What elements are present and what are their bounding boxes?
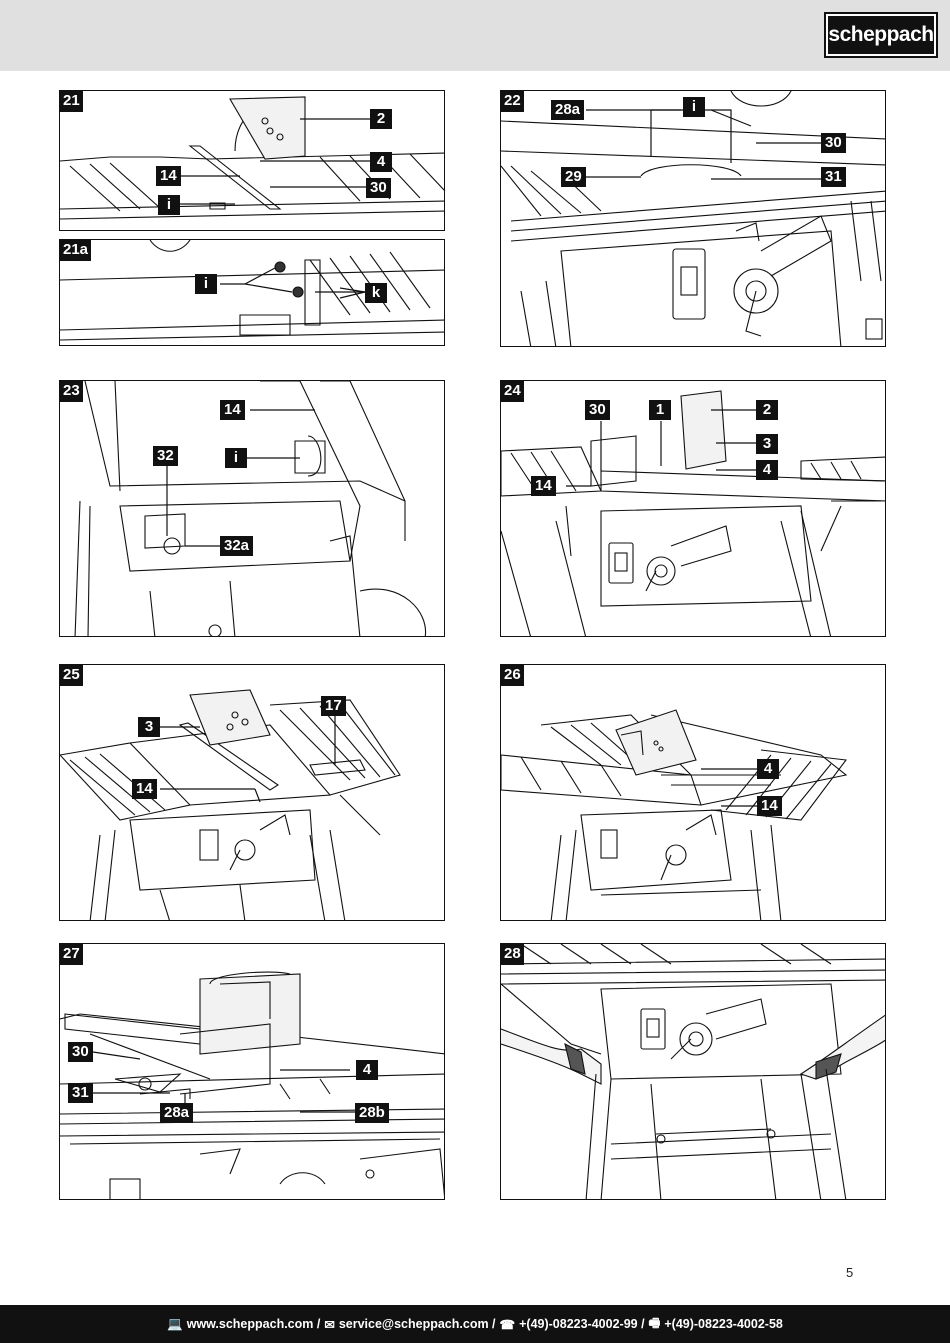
figure-21a-drawing [60, 240, 444, 341]
label-2: 2 [756, 400, 778, 420]
figure-21a: 21a i k [59, 239, 445, 346]
figure-25-drawing [60, 689, 401, 920]
figure-26-drawing [501, 709, 848, 920]
label-29: 29 [561, 167, 586, 187]
label-3: 3 [756, 434, 778, 454]
label-i: i [683, 97, 705, 117]
footer-bar: 💻 www.scheppach.com / ✉ service@scheppac… [0, 1305, 950, 1343]
label-1: 1 [649, 400, 671, 420]
footer-phone: +(49)-08223-4002-99 / [519, 1317, 645, 1331]
label-14: 14 [220, 400, 245, 420]
figure-28: 28 [500, 943, 886, 1200]
figure-24: 24 30 1 2 3 4 14 [500, 380, 886, 637]
label-31: 31 [821, 167, 846, 187]
phone-icon: ☎ [499, 1317, 516, 1332]
mail-icon: ✉ [324, 1317, 335, 1332]
label-28b: 28b [355, 1103, 389, 1123]
brand-logo: scheppach [824, 12, 938, 58]
figure-24-number: 24 [501, 381, 524, 402]
figure-24-drawing [501, 390, 885, 636]
figure-26-number: 26 [501, 665, 524, 686]
figure-21-drawing [60, 96, 444, 220]
label-k: k [365, 283, 387, 303]
label-14: 14 [132, 779, 157, 799]
label-30: 30 [821, 133, 846, 153]
label-i: i [158, 195, 180, 215]
figure-21-number: 21 [60, 91, 83, 112]
label-i: i [225, 448, 247, 468]
label-17: 17 [321, 696, 346, 716]
figure-23-drawing [74, 381, 427, 636]
figure-25-number: 25 [60, 665, 83, 686]
computer-icon: 💻 [167, 1316, 183, 1331]
label-30: 30 [68, 1042, 93, 1062]
figure-28-drawing [501, 944, 885, 1199]
label-4: 4 [756, 460, 778, 480]
label-4: 4 [757, 759, 779, 779]
label-4: 4 [356, 1060, 378, 1080]
label-2: 2 [370, 109, 392, 129]
header-bar: scheppach [0, 0, 950, 71]
figure-22-number: 22 [501, 91, 524, 112]
label-14: 14 [757, 796, 782, 816]
label-30: 30 [366, 178, 391, 198]
label-3: 3 [138, 717, 160, 737]
label-28a: 28a [551, 100, 585, 120]
figure-21: 21 2 4 14 30 i [59, 90, 445, 231]
figure-28-number: 28 [501, 944, 524, 965]
figure-22: 22 28a i 30 29 31 [500, 90, 886, 347]
figure-26: 26 4 14 [500, 664, 886, 921]
label-28a: 28a [160, 1103, 194, 1123]
footer-fax: +(49)-08223-4002-58 [664, 1317, 783, 1331]
footer-email[interactable]: service@scheppach.com / [338, 1317, 496, 1331]
figure-22-drawing [501, 91, 885, 346]
page-number: 5 [846, 1265, 854, 1280]
label-14: 14 [531, 476, 556, 496]
label-31: 31 [68, 1083, 93, 1103]
fax-icon: 🖷 [648, 1315, 661, 1330]
label-14: 14 [156, 166, 181, 186]
figure-25: 25 17 3 14 [59, 664, 445, 921]
label-4: 4 [370, 152, 392, 172]
figure-21a-number: 21a [60, 240, 92, 261]
figure-23: 23 14 32 i 32a [59, 380, 445, 637]
label-32a: 32a [220, 536, 254, 556]
figure-27-number: 27 [60, 944, 83, 965]
figure-23-number: 23 [60, 381, 83, 402]
figure-27: 27 30 4 31 28a 28b [59, 943, 445, 1200]
label-32: 32 [153, 446, 178, 466]
label-30: 30 [585, 400, 610, 420]
footer-web[interactable]: www.scheppach.com / [186, 1317, 321, 1331]
figure-27-drawing [60, 971, 444, 1199]
label-i: i [195, 274, 217, 294]
